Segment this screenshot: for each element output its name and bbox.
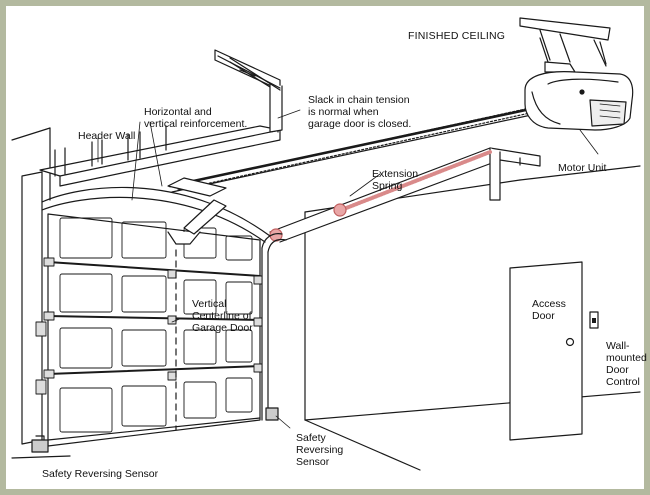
wall-control (589, 311, 599, 329)
label-header-wall: Header Wall (78, 130, 136, 142)
label-finished-ceiling: FINISHED CEILING (408, 30, 506, 42)
label-extension-spring: Extension Spring (372, 168, 419, 192)
door-arm (167, 177, 227, 245)
door-hinges (35, 257, 263, 395)
label-access-door: Access Door (532, 298, 566, 322)
label-safety-sensor-right: Safety Reversing Sensor (296, 432, 344, 468)
label-motor-unit: Motor Unit (558, 162, 607, 174)
safety-sensor-left (31, 435, 49, 453)
safety-sensor-right (265, 407, 279, 421)
garage-door-diagram (11, 17, 641, 471)
leader-lines (97, 109, 599, 429)
label-horizontal-vertical: Horizontal and vertical reinforcement. (144, 106, 248, 130)
label-slack-chain: Slack in chain tension is normal when ga… (308, 94, 412, 130)
motor-unit (519, 17, 634, 131)
label-safety-sensor-left: Safety Reversing Sensor (42, 468, 159, 480)
door-panels (59, 217, 253, 433)
header-wall (39, 125, 281, 187)
ceiling-reinforcement (214, 49, 283, 133)
access-door (509, 261, 583, 441)
extension-spring (269, 150, 492, 242)
horizontal-track (269, 147, 541, 243)
right-vertical-track (261, 233, 287, 421)
label-vertical-centerline: Vertical Centerline of Garage Door (192, 298, 253, 334)
label-wall-control: Wall- mounted Door Control (606, 340, 647, 388)
opener-rail (168, 106, 537, 193)
